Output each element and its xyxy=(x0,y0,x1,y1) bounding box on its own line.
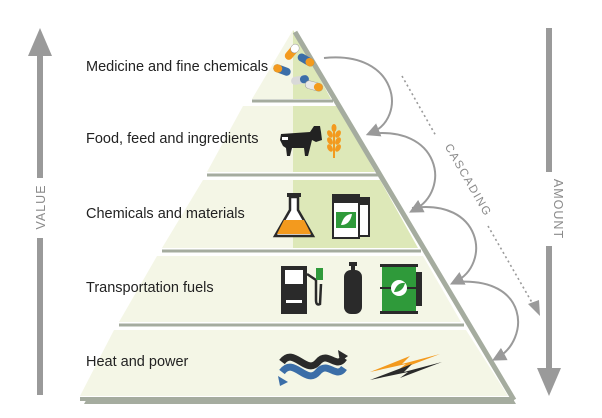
level-label-chemicals: Chemicals and materials xyxy=(86,206,245,222)
level-label-heat: Heat and power xyxy=(86,354,189,370)
cascading-label: CASCADING xyxy=(442,142,493,219)
gas-cylinder-icon xyxy=(344,262,362,314)
level-label-medicine: Medicine and fine chemicals xyxy=(86,59,268,75)
level-label-fuels: Transportation fuels xyxy=(86,280,214,296)
barrel-icon xyxy=(380,264,422,314)
cascade-arrow-3 xyxy=(411,205,478,285)
wheat-icon xyxy=(327,124,341,158)
amount-axis: AMOUNT xyxy=(537,28,565,396)
amount-axis-label: AMOUNT xyxy=(551,179,565,239)
lightning-icon xyxy=(370,354,442,380)
pills-icon xyxy=(273,43,324,92)
pyramid-level-5 xyxy=(80,330,508,396)
cow-icon xyxy=(280,126,322,156)
value-axis: VALUE xyxy=(28,28,52,395)
flask-icon xyxy=(272,193,316,238)
cascade-arrows xyxy=(323,56,519,361)
jars-icon xyxy=(332,194,370,239)
fuel-pump-icon xyxy=(281,266,323,314)
level-label-food: Food, feed and ingredients xyxy=(86,131,259,147)
cascade-arrow-1 xyxy=(323,56,393,137)
value-axis-label: VALUE xyxy=(34,184,48,229)
cascade-arrow-2 xyxy=(367,131,437,213)
heat-wave-icon xyxy=(278,350,348,386)
cascade-arrow-4 xyxy=(454,280,519,361)
